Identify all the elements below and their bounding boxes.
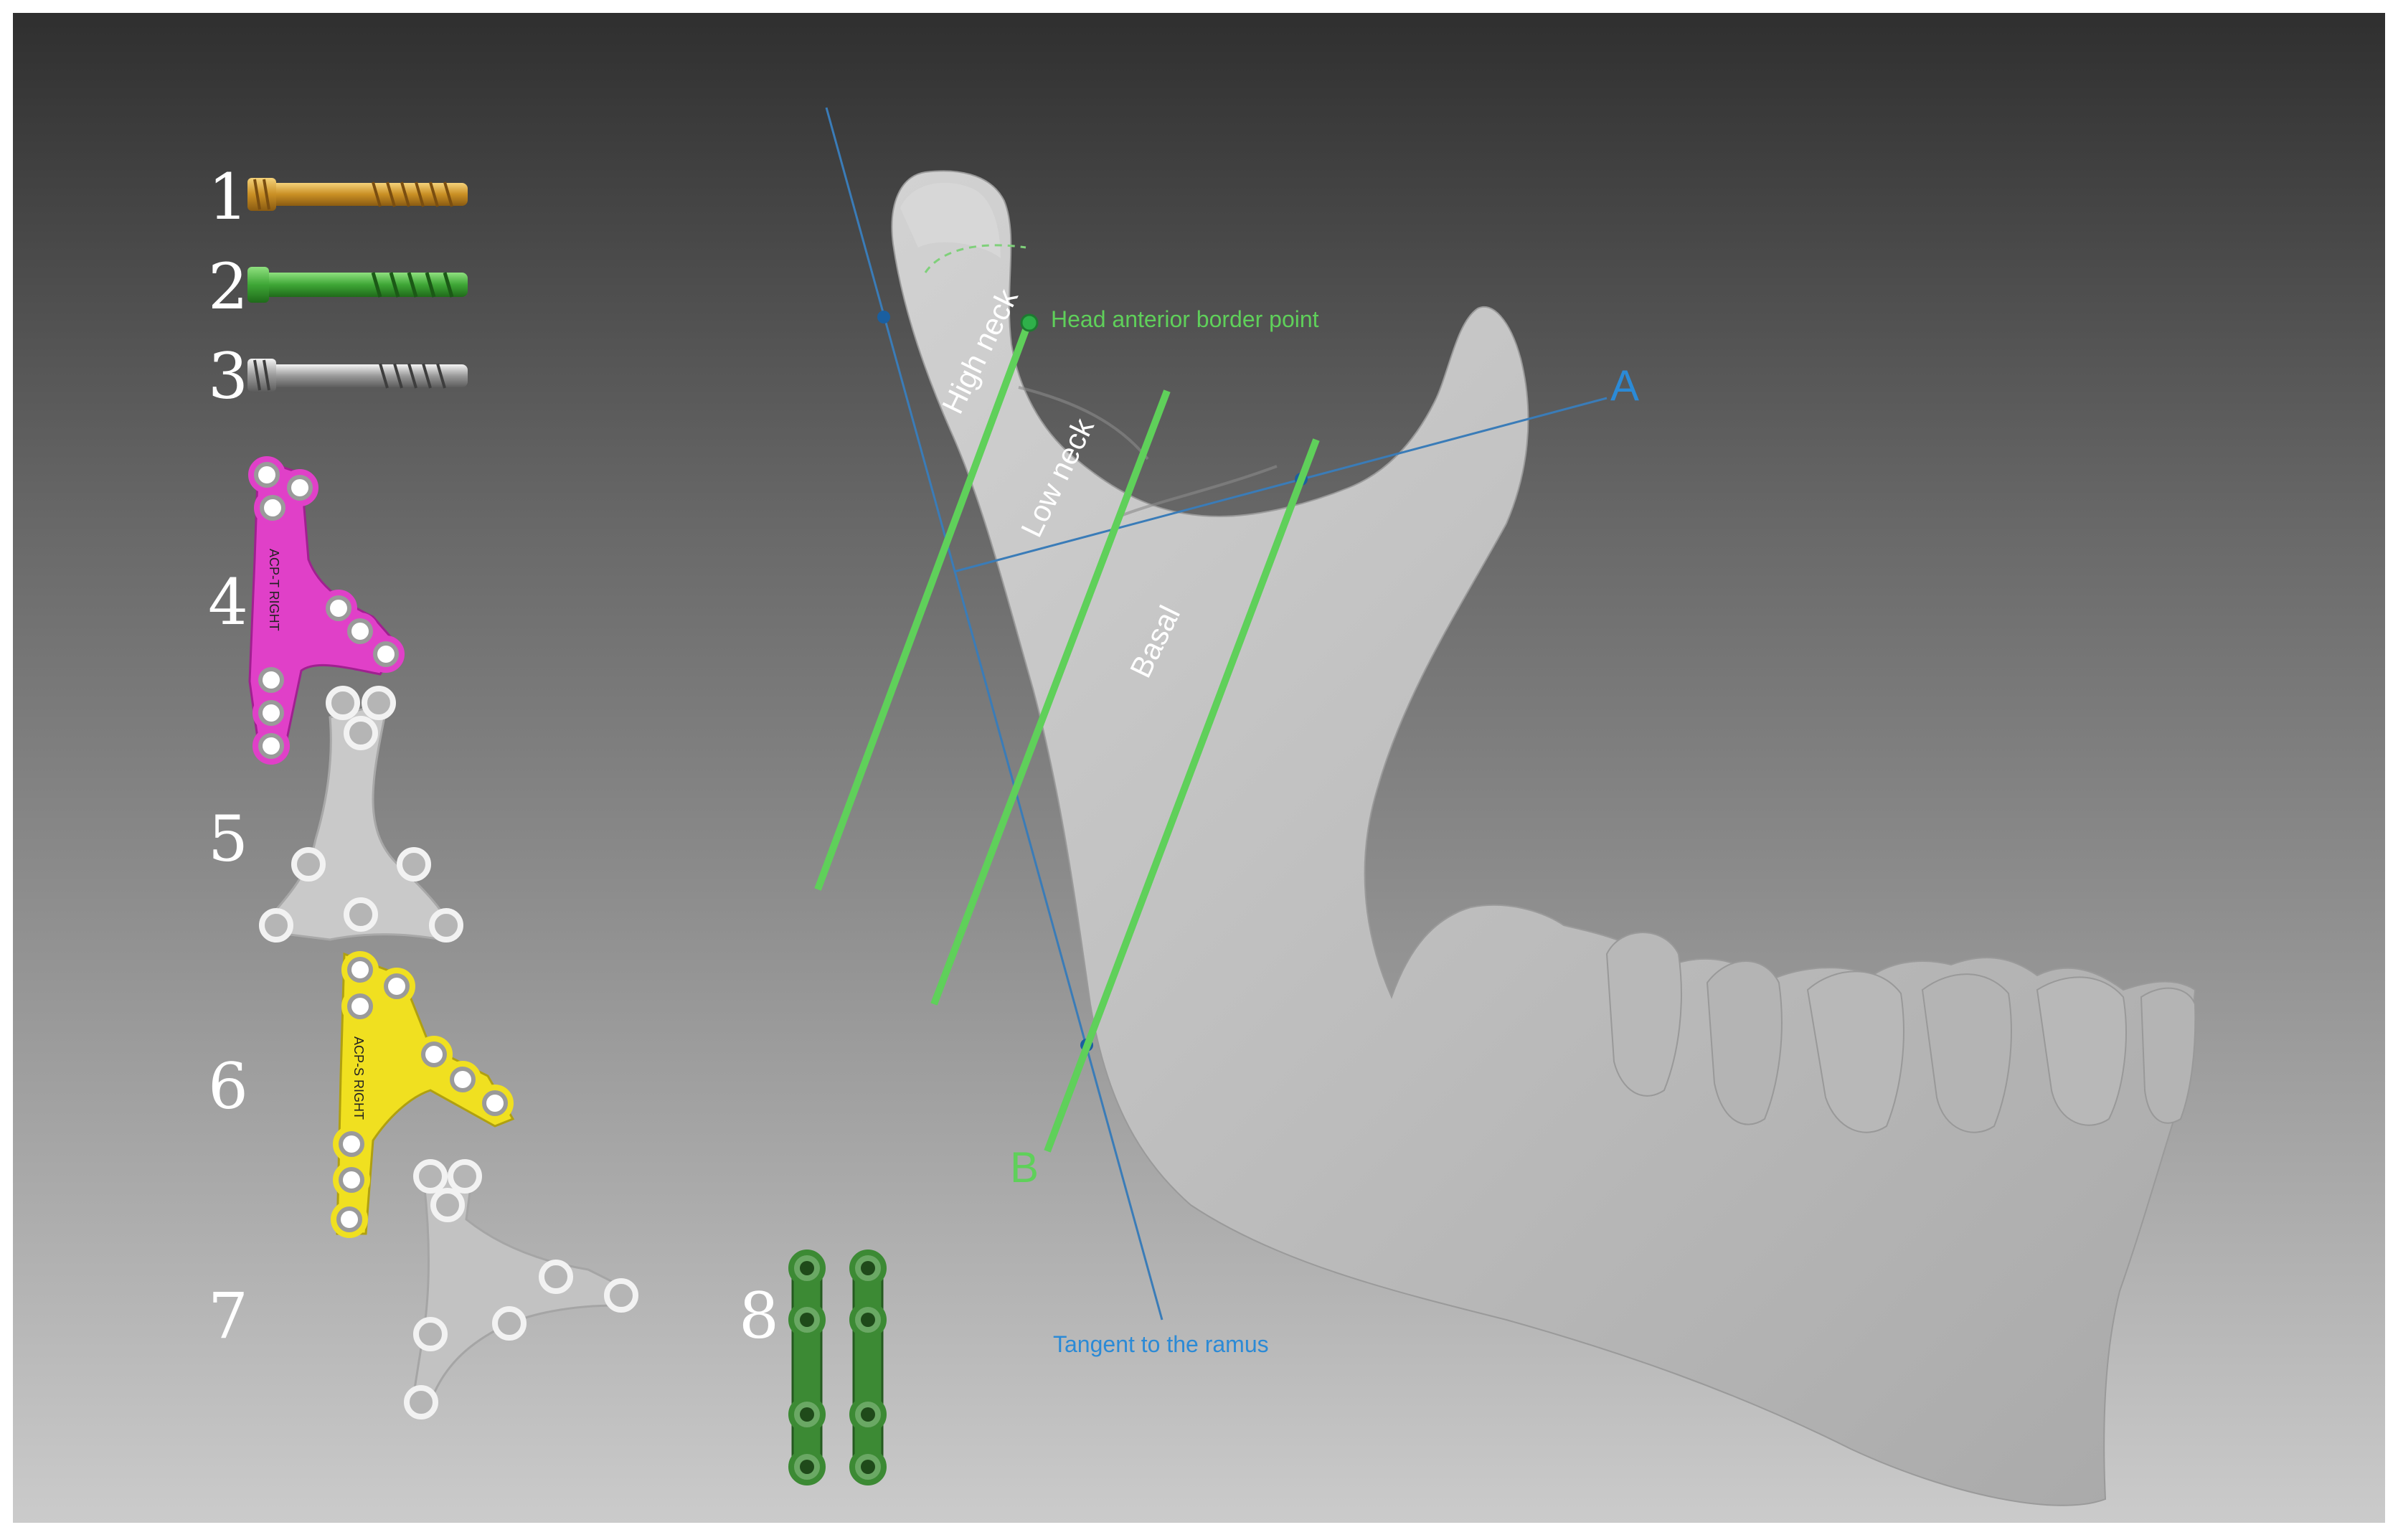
straight-plates-green-icon <box>788 1250 887 1485</box>
line-a <box>953 397 1608 573</box>
triangle-plate-grey-icon <box>404 1159 638 1419</box>
plate-4-engraving: ACP-T RIGHT <box>267 549 281 631</box>
line-a-label: A <box>1610 362 1639 410</box>
screw-green-icon <box>247 267 468 303</box>
plate-6-engraving: ACP-S RIGHT <box>351 1036 366 1120</box>
tangent-ramus-line <box>825 107 1163 1321</box>
low-neck-line <box>930 389 1171 1006</box>
head-anterior-point-label: Head anterior border point <box>1051 306 1319 332</box>
item-number-4: 4 <box>208 565 248 639</box>
trapezoid-plate-magenta-icon: ACP-T RIGHT <box>248 456 405 765</box>
screw-gold-icon <box>247 178 468 211</box>
tangent-label: Tangent to the ramus <box>1053 1331 1269 1357</box>
mandible-bone <box>891 170 2196 1506</box>
head-anterior-point-marker <box>1020 313 1039 332</box>
basal-line <box>1044 438 1320 1153</box>
item-number-7: 7 <box>208 1279 248 1353</box>
item-number-6: 6 <box>208 1049 248 1123</box>
item-number-5: 5 <box>208 802 248 876</box>
trapezoid-plate-grey-icon <box>259 686 463 943</box>
screw-silver-icon <box>247 359 468 392</box>
high-neck-line <box>814 329 1029 891</box>
item-number-8: 8 <box>739 1279 779 1353</box>
item-number-2: 2 <box>208 250 248 323</box>
item-number-3: 3 <box>208 339 248 413</box>
triangle-plate-yellow-icon: ACP-S RIGHT <box>331 951 515 1238</box>
item-number-1: 1 <box>208 160 248 234</box>
ramus-point-upper <box>877 311 890 323</box>
line-b-label: B <box>1010 1143 1039 1191</box>
